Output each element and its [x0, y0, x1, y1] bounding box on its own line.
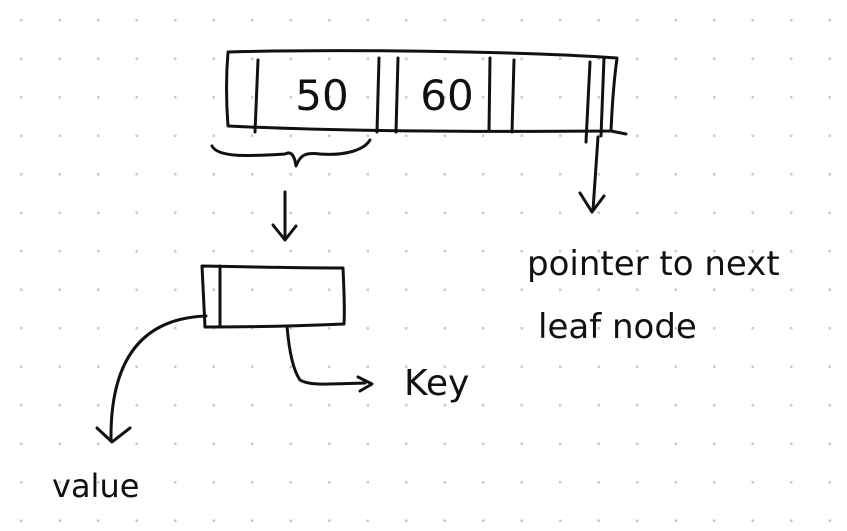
leaf-node-divider: [253, 58, 260, 134]
leaf-node-divider: [375, 56, 381, 134]
key-arrow: [285, 324, 374, 393]
leaf-key-60: 60: [420, 71, 473, 120]
leaf-node: 50 60: [225, 49, 628, 144]
leaf-node-divider: [487, 56, 492, 133]
next-pointer-arrow: [578, 135, 606, 214]
leaf-node-divider: [394, 56, 400, 134]
value-arrow: [95, 314, 208, 444]
entry-box: [200, 264, 346, 329]
leaf-node-tail-right: [609, 129, 628, 136]
value-label: value: [52, 467, 139, 505]
pointer-label-line2: leaf node: [538, 307, 697, 347]
entry-brace: [210, 138, 372, 168]
leaf-node-divider: [510, 58, 516, 134]
leaf-node-divider: [599, 56, 606, 138]
pointer-label-line1: pointer to next: [527, 244, 780, 284]
key-label: Key: [404, 363, 469, 404]
leaf-node-divider: [584, 60, 592, 144]
entry-box-outline: [200, 264, 346, 329]
down-arrow: [271, 190, 298, 242]
leaf-key-50: 50: [295, 71, 348, 120]
